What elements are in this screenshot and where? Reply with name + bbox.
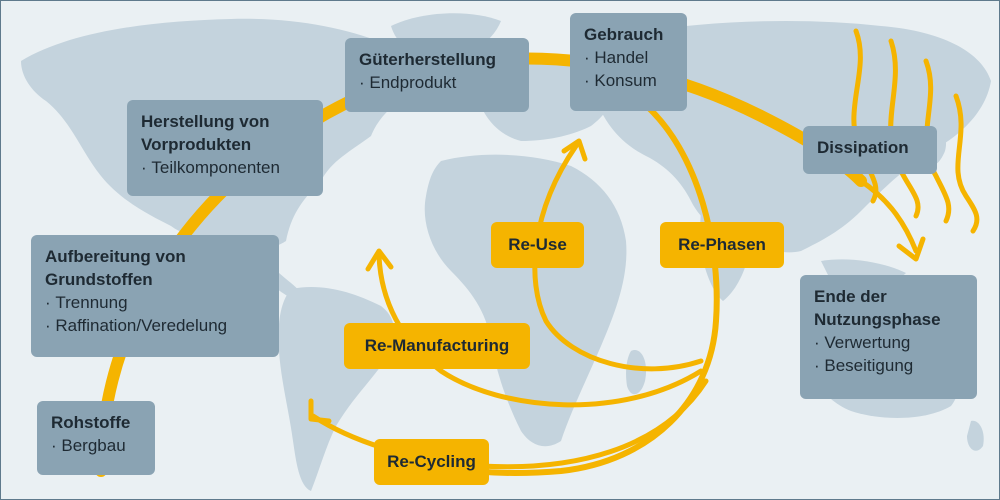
stage-item: Konsum — [584, 69, 673, 92]
dissipation-flame — [953, 93, 980, 234]
recycling-arc — [310, 378, 709, 470]
stage-item: Handel — [584, 46, 673, 69]
stage-item: Teilkomponenten — [141, 156, 309, 179]
stage-title: Güterherstellung — [359, 50, 496, 69]
stage-vorprodukte: Herstellung von Vorprodukten Teilkompone… — [127, 100, 323, 196]
stage-title: Dissipation — [817, 138, 909, 157]
stage-title: Gebrauch — [584, 25, 664, 44]
stage-item: Beseitigung — [814, 354, 963, 377]
remanufacturing-arc — [376, 253, 704, 408]
loop-reuse: Re-Use — [491, 222, 584, 268]
loop-rephasen: Re-Phasen — [660, 222, 784, 268]
stage-title: Herstellung von Vorprodukten — [141, 112, 270, 154]
stage-item: Verwertung — [814, 331, 963, 354]
stage-title: Rohstoffe — [51, 413, 131, 432]
stage-item: Endprodukt — [359, 71, 515, 94]
dissipation-arrow — [858, 178, 919, 254]
stage-item: Bergbau — [51, 434, 141, 457]
loop-recycling: Re-Cycling — [374, 439, 489, 485]
stage-item: Trennung — [45, 291, 265, 314]
stage-title: Aufbereitung von Grundstoffen — [45, 247, 186, 289]
stage-title: Ende der Nutzungsphase — [814, 287, 941, 329]
stage-dissipation: Dissipation — [803, 126, 937, 174]
stage-aufbereitung: Aufbereitung von Grundstoffen Trennung R… — [31, 235, 279, 357]
stage-ende-nutzungsphase: Ende der Nutzungsphase Verwertung Beseit… — [800, 275, 977, 399]
stage-rohstoffe: Rohstoffe Bergbau — [37, 401, 155, 475]
reuse-arc — [532, 143, 704, 372]
stage-gueterherstellung: Güterherstellung Endprodukt — [345, 38, 529, 112]
loop-remanufacturing: Re-Manufacturing — [344, 323, 530, 369]
stage-gebrauch: Gebrauch Handel Konsum — [570, 13, 687, 111]
stage-item: Raffination/Veredelung — [45, 314, 265, 337]
